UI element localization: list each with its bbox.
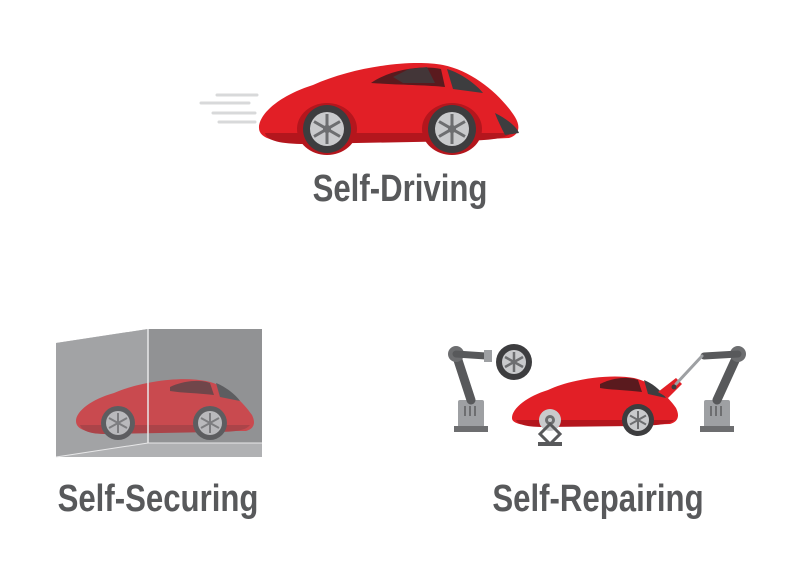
robot-arms-repairing-car-icon — [448, 344, 746, 447]
car-jack-icon — [537, 421, 563, 447]
self-driving-label: Self-Driving — [312, 168, 488, 210]
speed-lines — [199, 93, 259, 124]
repaired-car — [512, 376, 682, 436]
rear-wheel — [303, 105, 351, 153]
car-in-box-icon — [55, 329, 262, 458]
self-repairing-label: Self-Repairing — [492, 478, 704, 520]
front-wheel — [428, 105, 476, 153]
secured-car — [76, 379, 254, 440]
self-securing-label: Self-Securing — [57, 478, 259, 520]
right-robot-arm-icon — [671, 346, 746, 432]
speeding-car-icon — [199, 63, 519, 155]
spare-wheel-icon — [496, 344, 532, 380]
left-robot-arm-icon — [448, 346, 492, 432]
